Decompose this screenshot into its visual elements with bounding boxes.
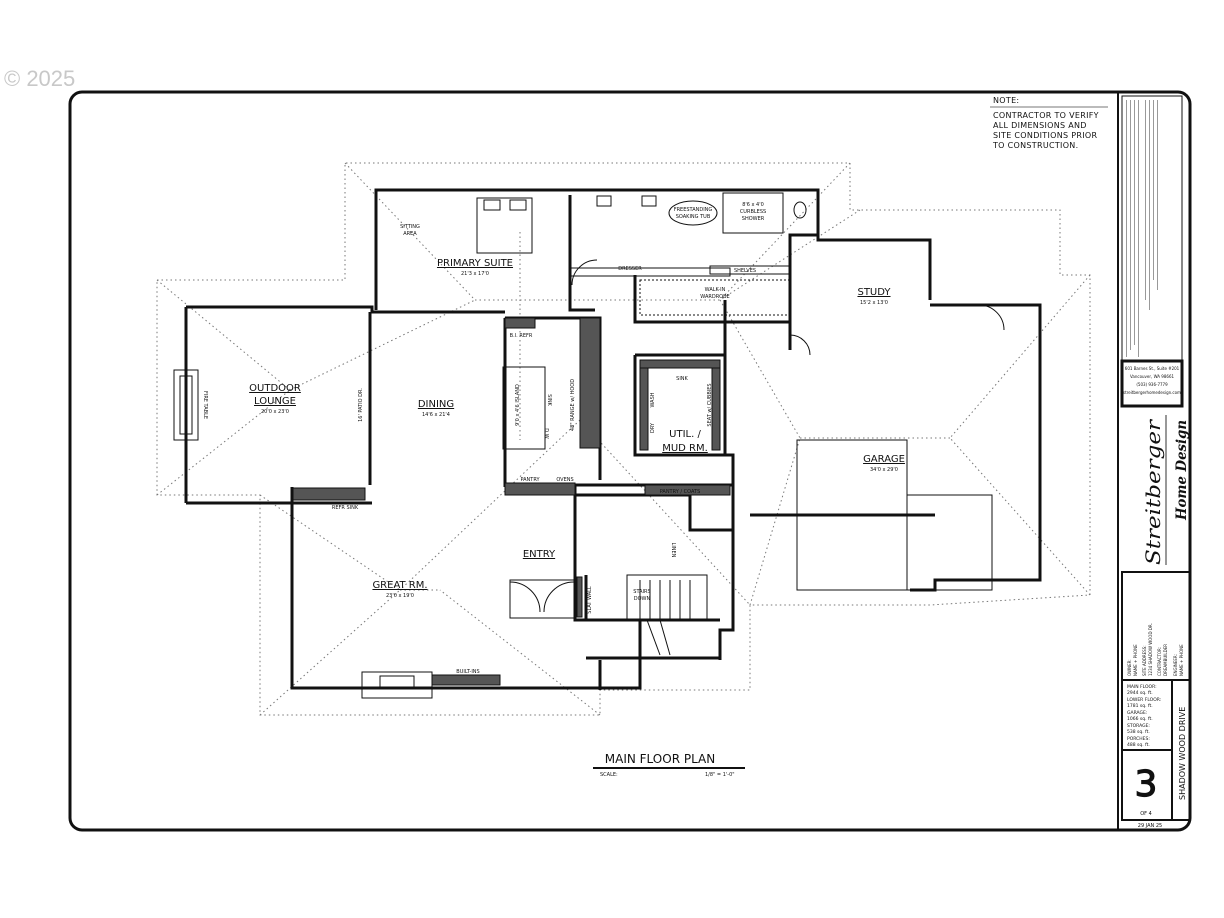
room-primary-suite-size: 21'3 x 17'0 [461,271,489,277]
contractor-note: NOTE: CONTRACTOR TO VERIFY ALL DIMENSION… [990,96,1108,150]
label-title-block-designer-address-2: (503) 936-7779 [1136,382,1168,387]
roof-lines [156,162,1091,716]
room-util-line2: MUD RM. [662,443,708,454]
scale-label: SCALE: [600,772,618,778]
label-title-block-areas-0-value: 2944 sq. ft. [1127,690,1153,696]
plan-title-text: MAIN FLOOR PLAN [605,752,715,766]
room-primary-suite: PRIMARY SUITE [437,258,513,269]
walls [184,188,1042,690]
label-note-heading: NOTE: [993,96,1019,105]
fixtures [173,192,1005,699]
label-title-block-designer-address-1: Vancouver, WA 98661 [1130,374,1175,379]
label-title-block-areas-3-label: STORAGE: [1127,723,1150,729]
label-fixtures-built-ins: BUILT-INS [456,669,479,675]
label-title-block-logo-0: Streitberger [1141,418,1165,565]
label-fixtures-shower-2: SHOWER [742,216,765,222]
copyright-watermark: © 2025 [4,66,76,91]
label-title-block-project-info-7: NAME + PHONE [1179,644,1184,676]
sheet-number: 3 [1135,764,1158,805]
label-note-lines-0: CONTRACTOR TO VERIFY [993,111,1099,120]
label-title-block-designer-address-3: streitbergerhomedesign.com [1123,390,1181,395]
label-fixtures-slat-wall: SLAT WALL [587,586,593,614]
sheet-date: 29 JAN 25 [1138,823,1162,829]
label-fixtures-range: 48" RANGE w/ HOOD [570,379,576,431]
label-fixtures-wardrobe-1: WARDROBE [700,294,729,300]
room-garage: GARAGE [863,454,905,465]
label-fixtures-stairs-1: DOWN [634,596,651,602]
label-title-block-areas-0-label: MAIN FLOOR: [1127,684,1157,690]
room-garage-size: 34'0 x 29'0 [870,467,898,473]
label-title-block-areas-2-label: GARAGE: [1127,710,1147,716]
label-title-block-project-info-3: 1234 SHADOW WOOD DR. [1148,623,1153,676]
label-fixtures-soaking-tub-1: SOAKING TUB [676,214,711,220]
room-outdoor-lounge-line1: OUTDOOR [249,383,301,394]
room-study-size: 15'2 x 13'0 [860,300,888,306]
label-title-block-project-info-1: NAME + PHONE [1133,644,1138,676]
label-title-block-project-info-4: CONTRACTOR: [1157,647,1162,676]
room-great-rm-size: 23'0 x 19'0 [386,593,414,599]
label-fixtures-island: 9'0 x 4'6 ISLAND [515,384,521,426]
sheet-of: OF 4 [1140,811,1152,817]
stair-treads [639,580,691,656]
room-dining: DINING [418,399,454,410]
project-name: SHADOW WOOD DRIVE [1178,707,1187,800]
label-title-block-designer-address-0: 601 Barnes St., Suite #201 [1125,366,1180,371]
label-fixtures-wash: WASH [650,392,656,407]
room-outdoor-lounge-line2: LOUNGE [254,396,296,407]
room-dining-size: 14'6 x 21'4 [422,412,450,418]
label-title-block-areas-3-value: 538 sq. ft. [1127,729,1150,735]
label-fixtures-dresser: DRESSER [618,266,642,272]
label-fixtures-shelves: SHELVES [734,268,756,274]
label-title-block-project-info-5: DREAMBUILDER [1163,644,1168,676]
label-title-block-project-info-6: ENGINEER: [1173,654,1178,676]
label-fixtures-patio-dr: 16' PATIO DR. [358,388,364,422]
label-fixtures-fire-table: FIRE TABLE [202,391,208,419]
label-fixtures-seat-cubbies: SEAT w/ CUBBIES [707,383,713,426]
label-fixtures-sink: SINK [546,394,552,406]
label-fixtures-refr-sink: REFR SINK [332,505,359,511]
label-fixtures-pantry-coats: PANTRY / COATS [660,489,701,495]
label-fixtures-wardrobe-0: WALK-IN [705,287,726,293]
room-study: STUDY [857,287,891,298]
label-fixtures-dw: D.W. [543,428,549,440]
label-fixtures-sitting-area-1: AREA [403,231,417,237]
scale-value: 1/8" = 1'-0" [705,772,735,778]
plan-title: MAIN FLOOR PLAN SCALE: 1/8" = 1'-0" [593,752,745,778]
label-fixtures-bi-refr: B.I. REFR [510,333,533,339]
area-summary: MAIN FLOOR: 2944 sq. ft. LOWER FLOOR: 17… [1127,684,1161,748]
sheet-border [68,90,1192,832]
label-title-block-logo-1: Home Design [1174,420,1190,521]
room-outdoor-lounge-size: 20'0 x 23'0 [261,409,289,415]
label-fixtures-sitting-area-0: SITTING [400,224,420,230]
label-fixtures-stairs-0: STAIRS [633,589,650,595]
label-note-lines-3: TO CONSTRUCTION. [992,141,1078,150]
label-title-block-areas-4-label: PORCHES: [1127,736,1150,742]
title-block: 601 Barnes St., Suite #201 Vancouver, WA… [1117,92,1191,830]
room-labels: PRIMARY SUITE 21'3 x 17'0 OUTDOOR LOUNGE… [249,258,905,599]
label-title-block-areas-1-value: 1781 sq. ft. [1127,703,1153,709]
label-note-lines-1: ALL DIMENSIONS AND [993,121,1087,130]
label-note-lines-2: SITE CONDITIONS PRIOR [993,131,1097,140]
label-fixtures-ovens: OVENS [556,477,573,483]
label-fixtures-shower-1: CURBLESS [740,209,766,215]
label-fixtures-util-sink: SINK [676,376,688,382]
designer-logo: Streitberger Home Design [1141,415,1190,565]
room-great-rm: GREAT RM. [372,580,427,591]
label-title-block-project-info-2: SITE ADDRESS: [1142,645,1147,676]
label-fixtures-pantry: PANTRY [520,477,540,483]
label-title-block-project-info-0: OWNER: [1127,659,1132,676]
label-fixtures-linen: LINEN [670,543,676,558]
label-fixtures-soaking-tub-0: FREESTANDING [674,207,713,213]
label-title-block-areas-4-value: 488 sq. ft. [1127,742,1150,748]
label-title-block-areas-1-label: LOWER FLOOR: [1127,697,1161,703]
fixture-labels: SITTING AREA FREESTANDING SOAKING TUB 8'… [202,202,766,675]
label-title-block-areas-2-value: 1066 sq. ft. [1127,716,1153,722]
label-fixtures-dry: DRY [650,422,656,433]
label-fixtures-shower-0: 8'6 x 4'0 [742,202,764,208]
room-util-line1: UTIL. / [669,429,701,440]
room-entry: ENTRY [523,549,556,560]
